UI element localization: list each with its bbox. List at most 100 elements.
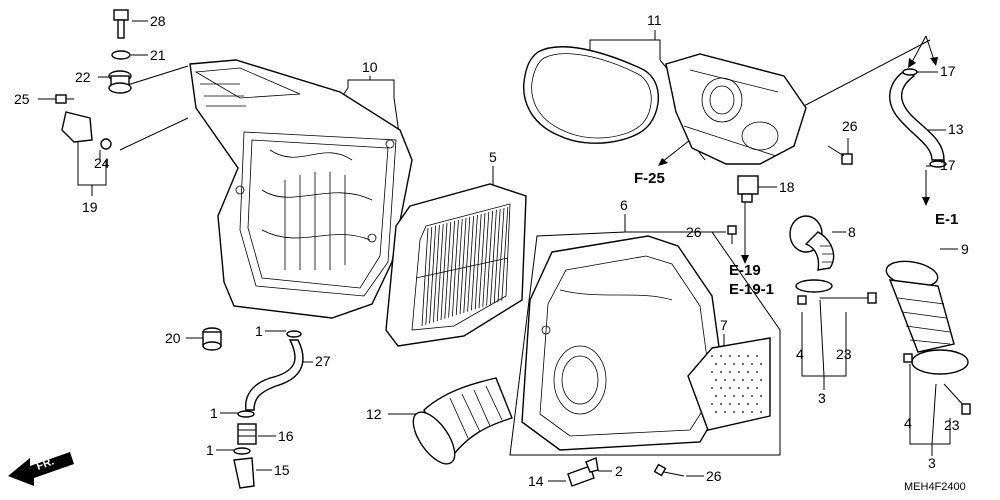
duct-8 <box>789 215 835 271</box>
callout-c28: 28 <box>150 13 166 29</box>
reference-codes: F-25E-19E-19-1E-1 <box>634 170 958 298</box>
reference-f25: F-25 <box>634 170 665 187</box>
callout-c6: 6 <box>620 197 628 213</box>
plug-16 <box>237 423 257 445</box>
front-label: FR. <box>35 455 56 472</box>
sponge-texture-dot <box>711 355 713 357</box>
callout-c17a: 17 <box>940 63 956 79</box>
sponge-texture-dot <box>733 379 735 381</box>
callout-c1c: 1 <box>206 442 214 458</box>
sponge-texture-dot <box>733 363 735 365</box>
sponge-texture-dot <box>751 363 753 365</box>
sponge-texture-dot <box>711 371 713 373</box>
callout-c21: 21 <box>150 47 166 63</box>
hose-13 <box>889 68 947 168</box>
sponge-texture-dot <box>742 363 744 365</box>
connecting-tube-12 <box>412 377 513 465</box>
pleat-line <box>478 212 486 309</box>
pleat-line <box>490 209 497 305</box>
sponge-texture-dot <box>733 395 735 397</box>
pleat-line <box>421 227 429 327</box>
callout-c17b: 17 <box>940 157 956 173</box>
screw-26c <box>653 463 685 477</box>
sponge-texture-dot <box>711 403 713 405</box>
pleat-line <box>425 226 433 325</box>
reference-e1: E-1 <box>935 211 958 228</box>
callout-c7: 7 <box>720 317 728 333</box>
air-cleaner-housing-6 <box>521 235 727 451</box>
sponge-texture-dot <box>715 411 717 413</box>
sponge-texture-dot <box>720 403 722 405</box>
bolt-28 <box>113 9 129 39</box>
pleat-line <box>474 213 482 310</box>
sponge-texture-dot <box>711 387 713 389</box>
band-set-a <box>795 279 877 305</box>
sponge-texture-dot <box>729 403 731 405</box>
sponge-texture-dot <box>724 395 726 397</box>
sponge-texture-dot <box>756 403 758 405</box>
callout-c16: 16 <box>278 428 294 444</box>
sponge-texture-dot <box>751 379 753 381</box>
sponge-texture-dot <box>724 363 726 365</box>
clip-2 <box>585 457 599 473</box>
sponge-texture-dot <box>715 395 717 397</box>
callout-c3b: 3 <box>928 455 936 471</box>
pleat-line <box>497 207 505 303</box>
callout-c26c: 26 <box>706 468 722 484</box>
sponge-texture-dot <box>760 379 762 381</box>
callout-c3a: 3 <box>818 390 826 406</box>
pleat-line <box>459 217 467 315</box>
callout-c8: 8 <box>848 224 856 240</box>
sponge-texture-dot <box>729 371 731 373</box>
seal-11 <box>523 46 660 144</box>
washer-21 <box>111 50 131 60</box>
pleat-line <box>448 220 455 318</box>
callout-c18: 18 <box>779 179 795 195</box>
pleat-line <box>482 211 490 307</box>
sensor-18 <box>737 175 759 203</box>
sponge-texture-dot <box>720 355 722 357</box>
pleat-line <box>493 208 501 304</box>
sponge-texture-dot <box>742 379 744 381</box>
callout-c9: 9 <box>961 241 969 257</box>
sponge-texture-dot <box>751 411 753 413</box>
screw-26b <box>727 225 737 244</box>
sponge-texture-dot <box>715 363 717 365</box>
front-direction-arrow: FR. <box>8 452 74 486</box>
pleat-line <box>501 206 509 301</box>
sponge-texture-dot <box>738 387 740 389</box>
air-cleaner-case <box>189 59 413 319</box>
sponge-texture-dot <box>729 355 731 357</box>
callout-c2: 2 <box>615 463 623 479</box>
diagram-code: MEH4F2400 <box>904 481 966 493</box>
sponge-texture-dot <box>747 371 749 373</box>
callout-c22: 22 <box>75 69 91 85</box>
sponge-texture-dot <box>760 363 762 365</box>
sponge-texture-dot <box>760 395 762 397</box>
callout-c5: 5 <box>489 149 497 165</box>
sponge-texture-dot <box>747 355 749 357</box>
drain-plug-14 <box>567 465 595 487</box>
grommet-22 <box>108 70 132 94</box>
sponge-7 <box>687 337 771 431</box>
sponge-texture-dot <box>733 411 735 413</box>
pleat-line <box>455 218 463 316</box>
duct-9 <box>885 260 955 353</box>
callout-c20: 20 <box>165 330 181 346</box>
callout-c1a: 1 <box>255 323 263 339</box>
callout-c15: 15 <box>274 462 290 478</box>
callout-c14: 14 <box>528 473 544 489</box>
callout-c12: 12 <box>366 406 382 422</box>
pleat-line <box>440 222 448 321</box>
sponge-texture-dot <box>738 355 740 357</box>
drain-tube-27 <box>245 330 304 411</box>
sponge-texture-dot <box>724 411 726 413</box>
sponge-texture-dot <box>738 371 740 373</box>
callout-c24: 24 <box>94 155 110 171</box>
callout-c4b: 4 <box>904 415 912 431</box>
callout-c26b: 26 <box>686 224 702 240</box>
air-cleaner-element <box>385 183 527 347</box>
callout-c25: 25 <box>14 91 30 107</box>
